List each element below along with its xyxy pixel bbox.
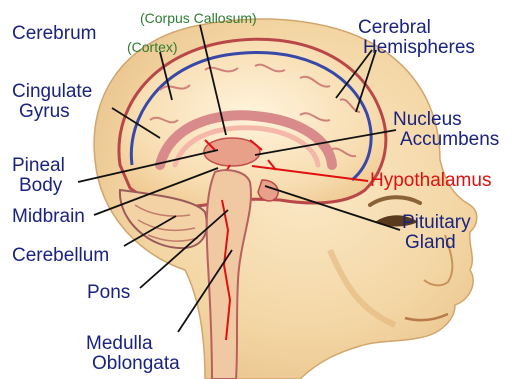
label-cingulate-gyrus-line1: Cingulate: [12, 82, 92, 102]
label-medulla-oblongata-line2: Oblongata: [92, 354, 180, 374]
label-midbrain: Midbrain: [12, 207, 85, 227]
label-medulla-oblongata-line1: Medulla: [86, 334, 153, 354]
label-cerebral-hemispheres-line2: Hemispheres: [363, 38, 475, 58]
label-pineal-body-line1: Pineal: [12, 156, 65, 176]
label-nucleus-accumbens-line1: Nucleus: [393, 110, 462, 130]
label-pituitary-gland-line2: Gland: [405, 233, 456, 253]
label-pineal-body-line2: Body: [19, 176, 62, 196]
label-hypothalamus: Hypothalamus: [370, 171, 491, 191]
label-cingulate-gyrus-line2: Gyrus: [19, 102, 70, 122]
label-cerebellum: Cerebellum: [12, 246, 109, 266]
label-pons: Pons: [87, 283, 130, 303]
label-cerebrum: Cerebrum: [12, 24, 96, 44]
label-cerebral-hemispheres-line1: Cerebral: [358, 18, 431, 38]
label-pituitary-gland-line1: Pituitary: [402, 213, 471, 233]
label-cortex: (Cortex): [127, 39, 178, 55]
label-nucleus-accumbens-line2: Accumbens: [400, 130, 499, 150]
label-corpus-callosum: (Corpus Callosum): [140, 10, 257, 26]
